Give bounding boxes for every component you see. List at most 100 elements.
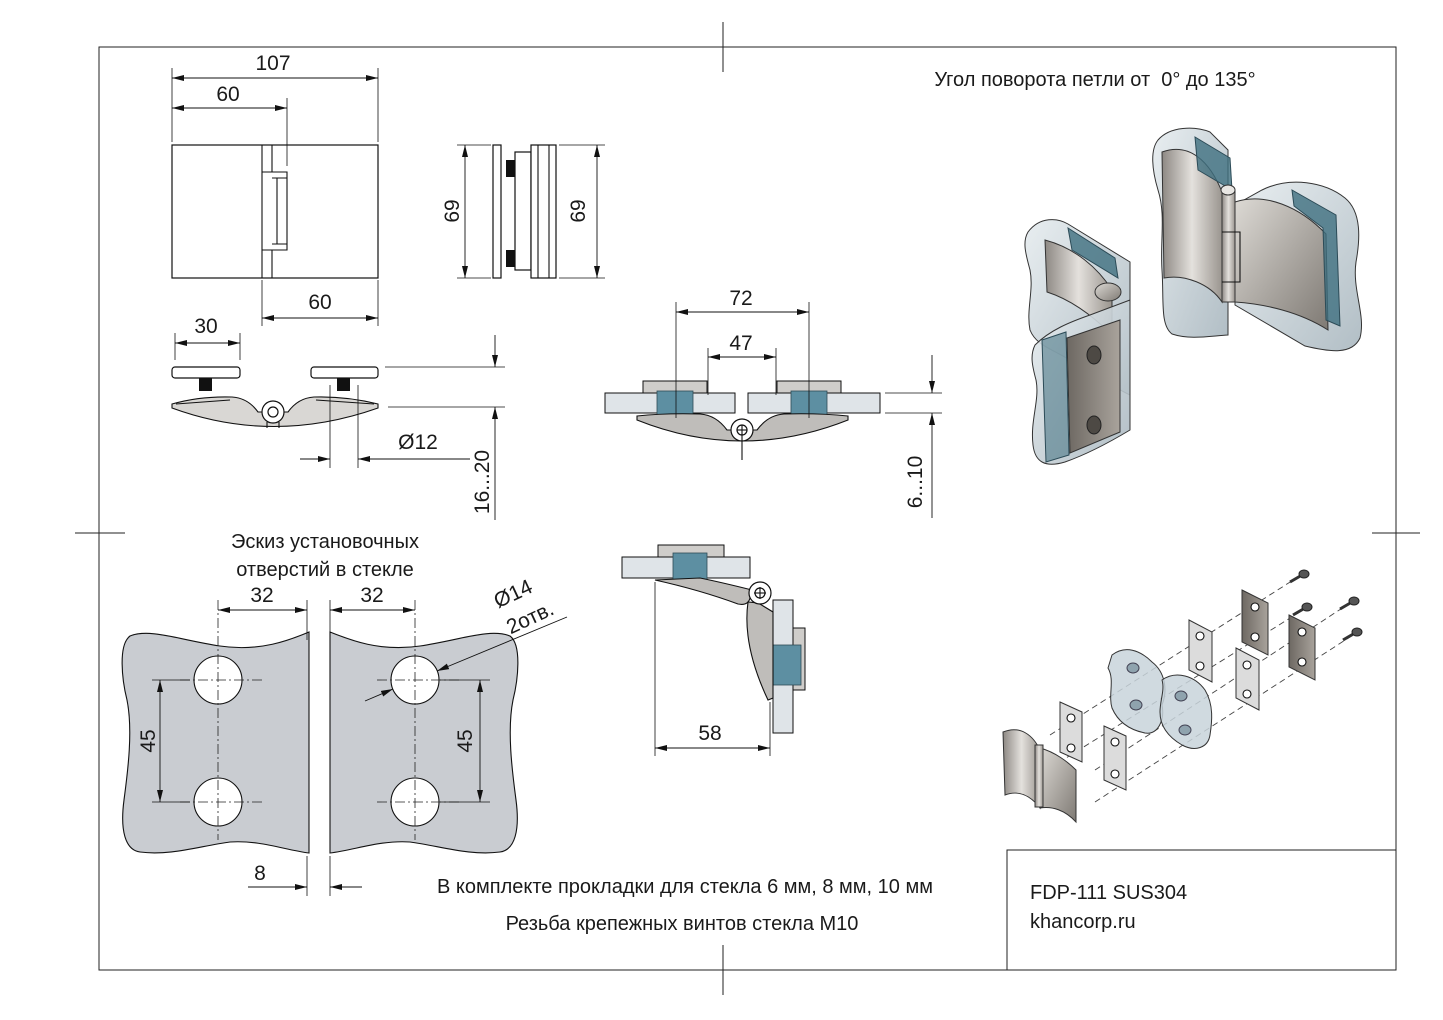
- leader-d14-right: [436, 616, 568, 672]
- screw-head: [1298, 569, 1310, 579]
- website-label: khancorp.ru: [1030, 911, 1136, 933]
- side-gasket-top: [506, 160, 515, 177]
- dim-label-72: 72: [729, 287, 752, 310]
- dim-label-glass-range: 16...20: [471, 450, 494, 514]
- exploded-glass-piece: [1159, 674, 1213, 749]
- title-block: FDP-111 SUS304 khancorp.ru: [1006, 849, 1397, 971]
- hinge-iso-open: [1024, 219, 1131, 465]
- plate-hole: [1250, 632, 1260, 642]
- dim-label-d12: Ø12: [398, 431, 438, 454]
- hinge-body-edge: [315, 399, 375, 405]
- plate-hole: [1242, 660, 1252, 670]
- hinge-iso-closed: [1152, 127, 1362, 352]
- iso-screw-hole-bottom: [1086, 415, 1102, 435]
- front-view-knuckle: [261, 145, 288, 278]
- screw: [1289, 569, 1310, 584]
- title-block-border: [1006, 849, 1397, 971]
- screw: [1339, 596, 1360, 611]
- iso-back-gasket: [1067, 226, 1119, 279]
- dim-label-47: 47: [729, 332, 752, 355]
- dim-label-69-right: 69: [567, 199, 590, 222]
- dim-label-69-left: 69: [441, 199, 464, 222]
- glass-piece-hole: [1174, 690, 1188, 702]
- frame-border: [98, 46, 1397, 971]
- rotation-note: Угол поворота петли от 0° до 135°: [934, 69, 1255, 91]
- plate-hole: [1066, 713, 1076, 723]
- dim-label-107: 107: [255, 52, 290, 75]
- iso-front-gasket: [1041, 331, 1070, 463]
- plate-hole: [1297, 627, 1307, 637]
- pad-stem-right: [337, 378, 350, 391]
- hinge-front-view: 107 60 60: [171, 52, 379, 326]
- gasket-left: [656, 390, 694, 416]
- iso-front-plate: [1066, 319, 1121, 454]
- iso-gasket-right: [1291, 189, 1341, 327]
- plate-hole: [1297, 657, 1307, 667]
- dim-label-58: 58: [698, 722, 721, 745]
- dim-label-60-top: 60: [216, 83, 239, 106]
- hinge-body-edge: [175, 399, 231, 405]
- hinge-top-view: 30 16...20 Ø12: [171, 315, 505, 520]
- hinge-open-view: 58: [621, 544, 806, 756]
- knuckle-pin: [267, 406, 279, 418]
- iso-knuckle-top: [1220, 184, 1236, 196]
- glass-sheet-left: [121, 631, 310, 854]
- exploded-glass-piece: [1107, 649, 1166, 734]
- iso-knuckle: [1221, 189, 1236, 303]
- hinge-mounted-view: 72 47 6...10: [604, 287, 942, 518]
- iso-knuckle-notches: [1222, 231, 1241, 283]
- hinge-body: [171, 396, 379, 427]
- pad-right: [310, 366, 379, 379]
- dim-label-8: 8: [254, 862, 266, 885]
- exploded-hinge-right: [1039, 747, 1077, 824]
- sketch-title-line1: Эскиз установочных: [231, 531, 419, 553]
- hinge-arm-lower: [746, 601, 774, 701]
- dim-label-glass-range: 6...10: [904, 456, 927, 509]
- dim-label-60-bottom: 60: [308, 291, 331, 314]
- model-label: FDP-111 SUS304: [1030, 882, 1187, 904]
- exploded-plate: [1235, 647, 1260, 711]
- glass-hole-sketch: Эскиз установочных отверстий в стекле 32…: [121, 531, 568, 896]
- pad-stem-left: [199, 378, 212, 391]
- exploded-plate: [1059, 701, 1083, 763]
- hinge-side-view: 69 69: [441, 144, 605, 279]
- iso-knuckle: [1094, 282, 1122, 302]
- dim-label-45-right: 45: [454, 729, 477, 752]
- gasket-side: [770, 644, 802, 686]
- screw: [1342, 627, 1363, 642]
- exploded-knuckle: [1034, 744, 1044, 808]
- plate-hole: [1250, 602, 1260, 612]
- dim-label-30: 30: [194, 315, 217, 338]
- plate-hole: [1195, 661, 1205, 671]
- exploded-plate: [1188, 619, 1213, 683]
- exploded-cover-plate: [1288, 614, 1316, 681]
- side-plate-right: [530, 144, 557, 279]
- exploded-plate: [1103, 725, 1127, 791]
- screw: [1292, 602, 1313, 617]
- gasket-top: [672, 552, 708, 581]
- iso-screw-hole-top: [1086, 345, 1102, 365]
- glass-sheet-right: [329, 631, 519, 854]
- note-gaskets: В комплекте прокладки для стекла 6 мм, 8…: [437, 876, 933, 898]
- glass-piece-hole: [1178, 724, 1192, 736]
- hinge-exploded-view: [1002, 569, 1363, 824]
- sketch-title-line2: отверстий в стекле: [236, 559, 414, 581]
- screw-head: [1348, 596, 1360, 606]
- plate-hole: [1110, 737, 1120, 747]
- dim-label-32-left: 32: [250, 584, 273, 607]
- pad-left: [171, 366, 241, 379]
- dim-label-32-right: 32: [360, 584, 383, 607]
- screw-head: [1351, 627, 1363, 637]
- glass-piece-hole: [1126, 662, 1140, 674]
- exploded-cover-plate: [1241, 589, 1269, 656]
- screw-head: [1301, 602, 1313, 612]
- plate-hole: [1195, 631, 1205, 641]
- side-hinge-plate: [514, 151, 532, 271]
- plate-hole: [1242, 689, 1252, 699]
- plate-hole: [1066, 743, 1076, 753]
- exploded-hinge-left: [1002, 729, 1041, 810]
- leader-d14-left: [364, 688, 394, 702]
- front-view-outline: [171, 144, 379, 279]
- assembly-line: [1094, 634, 1354, 803]
